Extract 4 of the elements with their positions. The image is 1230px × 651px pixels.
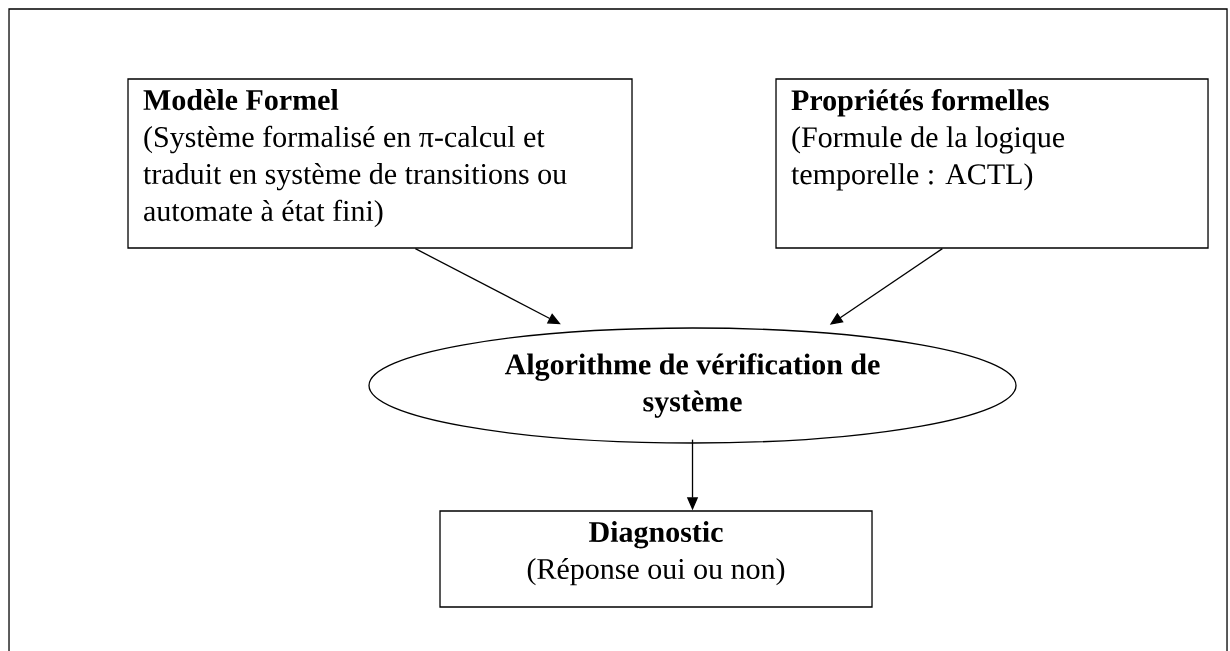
process-box: Diagnostic (Réponse oui ou non)	[439, 510, 873, 608]
process-box: Modèle Formel (Système formalisé en π-calcul et traduit en système de transitions ou automate à état fini)	[127, 78, 633, 249]
process-box: Propriétés formelles (Formule de la logique temporelle : ACTL)	[775, 78, 1209, 249]
arrow	[414, 248, 561, 325]
